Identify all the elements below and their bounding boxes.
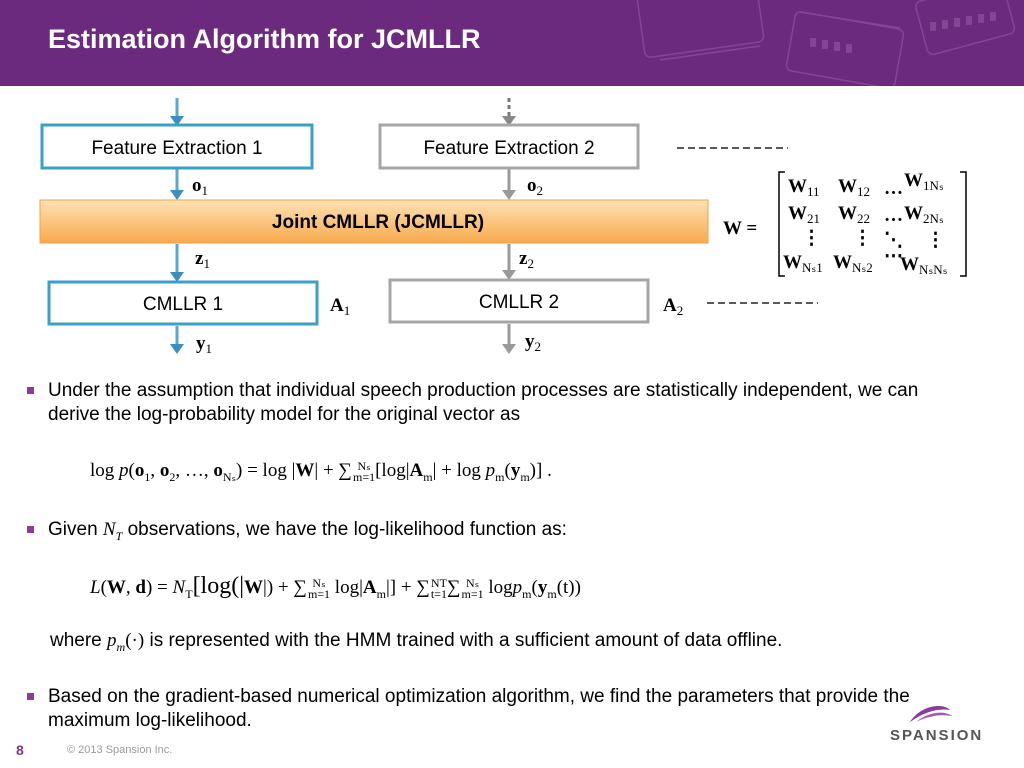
- bullet-observations-text: Given NT observations, we have the log-l…: [48, 519, 567, 543]
- a2-label: A2: [663, 295, 683, 318]
- bullet-marker: [27, 526, 34, 533]
- matrix-lhs: W =: [723, 218, 757, 239]
- matrix-vdots-col1: ⋮: [802, 228, 821, 249]
- logo-text: SPANSION: [890, 727, 983, 744]
- y1-label: y1: [196, 333, 212, 356]
- jcmllr-flow-diagram: Feature Extraction 1 Feature Extraction …: [39, 98, 967, 356]
- logo-swoosh-icon: [910, 706, 950, 722]
- matrix-right-bracket: [960, 171, 967, 277]
- matrix-w21: W21: [788, 203, 820, 226]
- matrix-vdots-col2: ⋮: [853, 228, 872, 249]
- joint-cmllr-label: Joint CMLLR (JCMLLR): [272, 212, 484, 233]
- matrix-hdots-row2: …: [884, 205, 903, 226]
- matrix-w2n: W2Nₛ: [904, 203, 944, 226]
- arrow-joint-to-cmllr2: [502, 244, 516, 280]
- matrix-w12: W12: [838, 176, 870, 199]
- arrow-cmllr2-out: [502, 324, 516, 354]
- z2-label: z2: [519, 248, 534, 271]
- header-chip-pattern: [635, 0, 1016, 86]
- feature-extraction-2-box: [378, 123, 640, 170]
- cmllr-1-label: CMLLR 1: [143, 294, 223, 315]
- matrix-mdots-row4: ⋯: [884, 246, 903, 267]
- matrix-left-bracket: [778, 171, 785, 277]
- arrow-joint-to-cmllr1: [170, 244, 184, 282]
- arrow-into-fe2: [502, 98, 516, 126]
- matrix-hdots-row1: …: [884, 178, 903, 199]
- w-matrix: W = W11 W12 … W1Nₛ W21 W22 … W2Nₛ ⋮ ⋮ ⋱ …: [723, 170, 967, 277]
- z1-label: z1: [195, 248, 210, 271]
- slide-header: Estimation Algorithm for JCMLLR: [0, 0, 1024, 86]
- a1-label: A1: [330, 295, 350, 318]
- matrix-w22: W22: [838, 203, 870, 226]
- cmllr-2-label: CMLLR 2: [479, 292, 559, 313]
- o1-label: o1: [192, 175, 208, 198]
- matrix-w11: W11: [788, 176, 820, 199]
- feature-extraction-2-label: Feature Extraction 2: [423, 138, 594, 159]
- slide-title: Estimation Algorithm for JCMLLR: [48, 24, 481, 54]
- where-note: where pm(·) is represented with the HMM …: [50, 630, 783, 654]
- matrix-wn2: WNₛ2: [833, 252, 873, 275]
- copyright-text: © 2013 Spansion Inc.: [67, 744, 173, 756]
- feature-extraction-1-box: [40, 123, 314, 170]
- arrow-fe1-to-joint: [170, 168, 184, 200]
- matrix-wn1: WNₛ1: [783, 252, 823, 275]
- joint-cmllr-box: [39, 199, 709, 244]
- feature-extraction-1-label: Feature Extraction 1: [91, 138, 262, 159]
- spansion-logo: SPANSION: [890, 706, 983, 744]
- y2-label: y2: [525, 331, 541, 354]
- arrow-fe2-to-joint: [502, 168, 516, 200]
- matrix-ddots: ⋱: [884, 230, 903, 251]
- bullet-marker: [27, 387, 34, 394]
- bullet-independence-text: Under the assumption that individual spe…: [48, 380, 919, 425]
- cmllr-1-box: [47, 280, 319, 326]
- matrix-vdots-col4: ⋮: [926, 230, 945, 251]
- arrow-cmllr1-out: [170, 326, 184, 354]
- bullet-marker: [27, 693, 34, 700]
- page-number: 8: [16, 742, 24, 758]
- matrix-w1n: W1Nₛ: [904, 170, 944, 193]
- bullet-optimization-text: Based on the gradient-based numerical op…: [48, 686, 910, 731]
- cmllr-2-box: [388, 278, 650, 324]
- arrow-into-fe1: [170, 98, 184, 126]
- matrix-wnn: WNₛNₛ: [900, 254, 948, 277]
- o2-label: o2: [527, 175, 543, 198]
